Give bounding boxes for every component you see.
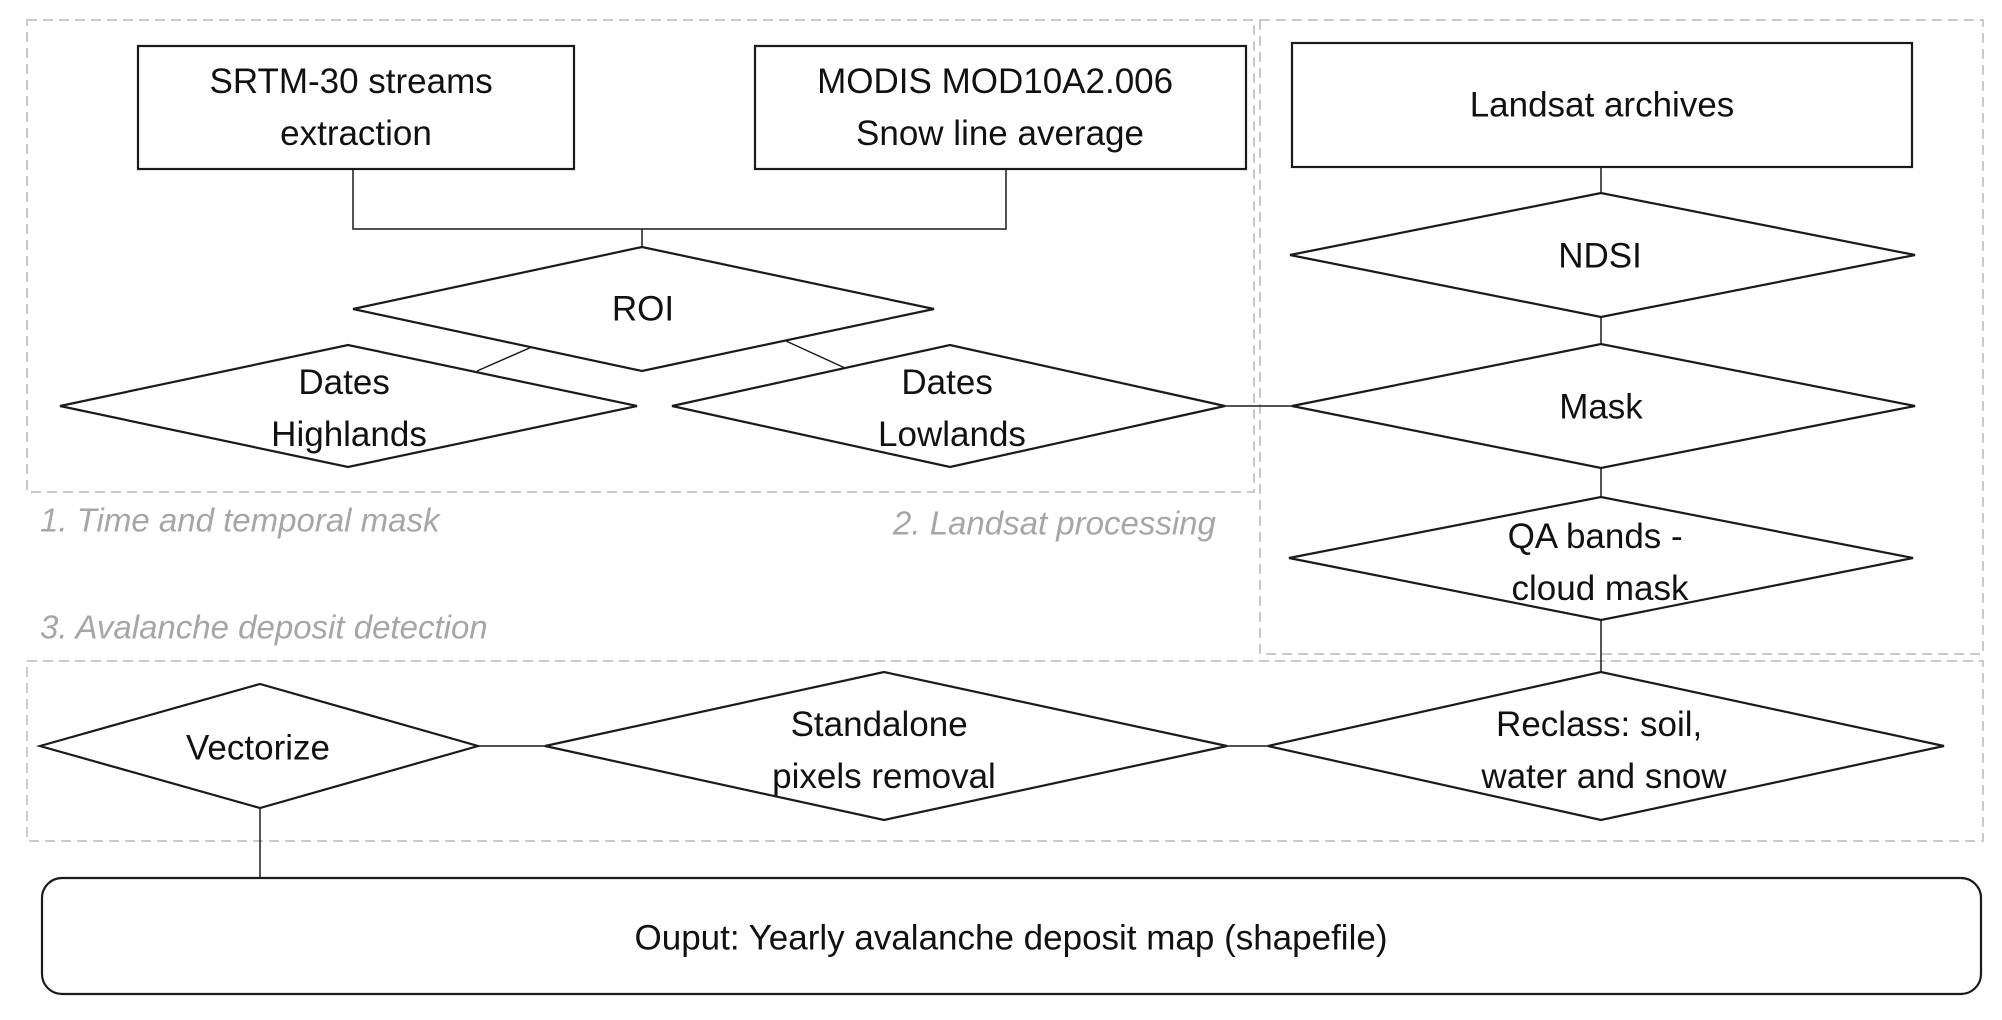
mask-diamond bbox=[1291, 342, 1916, 470]
region-label-landsat-processing: 2. Landsat processing bbox=[892, 505, 1217, 542]
roi-label: ROI bbox=[612, 290, 674, 329]
region-time-mask bbox=[26, 19, 1255, 493]
qa-bands-diamond bbox=[1288, 495, 1914, 622]
reclass-label: Reclass: soil, water and snow bbox=[1480, 705, 1727, 796]
ndsi-label: NDSI bbox=[1558, 237, 1642, 276]
output-box bbox=[40, 876, 1983, 996]
output-label: Ouput: Yearly avalanche deposit map (sha… bbox=[635, 919, 1388, 958]
connector-roi-highlands bbox=[476, 345, 535, 372]
srtm-box bbox=[136, 44, 576, 171]
landsat-archives-box bbox=[1290, 41, 1914, 169]
dates-lowlands-diamond bbox=[671, 343, 1226, 469]
roi-diamond bbox=[352, 245, 935, 373]
dates-highlands-diamond bbox=[59, 343, 638, 469]
vectorize-diamond bbox=[35, 682, 483, 810]
mask-label: Mask bbox=[1559, 388, 1643, 427]
standalone-diamond bbox=[544, 670, 1228, 822]
connector-modis-roi bbox=[642, 169, 1007, 230]
dates-lowlands-label: Dates Lowlands bbox=[878, 363, 1026, 454]
connector-lines bbox=[259, 167, 1602, 878]
connector-roi-lowlands bbox=[785, 340, 846, 369]
srtm-label: SRTM-30 streams extraction bbox=[209, 62, 502, 153]
region-landsat-processing bbox=[1259, 19, 1984, 655]
landsat-archives-label: Landsat archives bbox=[1470, 86, 1735, 125]
vectorize-label: Vectorize bbox=[186, 729, 330, 768]
region-avalanche-detection bbox=[26, 660, 1984, 842]
connector-srtm-roi bbox=[352, 169, 642, 230]
dates-highlands-label: Dates Highlands bbox=[271, 363, 427, 454]
region-label-avalanche-detection: 3. Avalanche deposit detection bbox=[40, 609, 488, 646]
reclass-diamond bbox=[1267, 670, 1945, 822]
qa-bands-label: QA bands - cloud mask bbox=[1508, 517, 1693, 608]
region-label-time-mask: 1. Time and temporal mask bbox=[40, 502, 441, 539]
ndsi-diamond bbox=[1289, 191, 1916, 319]
modis-label: MODIS MOD10A2.006 Snow line average bbox=[817, 62, 1183, 153]
standalone-label: Standalone pixels removal bbox=[772, 705, 996, 796]
modis-box bbox=[753, 44, 1248, 171]
